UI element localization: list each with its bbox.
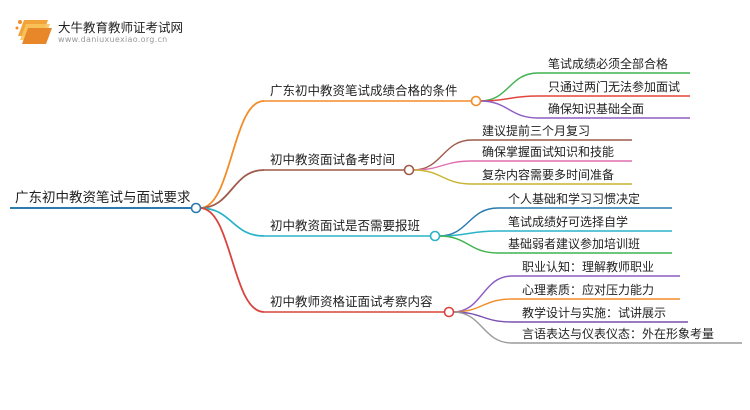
leaf-node-label: 心理素质：应对压力能力 — [522, 282, 654, 297]
leaf-connector — [452, 311, 513, 344]
root-collapse-toggle[interactable] — [190, 202, 202, 214]
leaf-node-label: 教学设计与实施：试讲展示 — [522, 305, 666, 320]
root-node-label: 广东初中教资笔试与面试要求 — [15, 189, 191, 206]
branch-collapse-toggle[interactable] — [470, 95, 482, 107]
leaf-node-label: 言语表达与仪表仪态：外在形象考量 — [522, 327, 714, 341]
branch-connector — [199, 207, 265, 237]
leaf-node-label: 确保知识基础全面 — [548, 101, 644, 116]
logo-book-icon — [15, 20, 52, 44]
leaf-node-label: 只通过两门无法参加面试 — [548, 79, 680, 94]
leaf-connector — [479, 95, 539, 102]
leaf-connector — [479, 100, 539, 119]
branch-connector — [199, 207, 265, 313]
leaf-connector — [452, 275, 513, 313]
branch-node-label: 初中教师资格证面试考察内容 — [270, 294, 433, 309]
mind-map-nodes: 广东初中教资笔试与面试要求 广东初中教资笔试成绩合格的条件 笔试成绩必须全部合格只通… — [15, 56, 714, 341]
branch-node-label: 初中教资面试备考时间 — [270, 152, 395, 167]
leaf-connector — [412, 169, 473, 185]
leaf-node-label: 职业认知：理解教师职业 — [522, 259, 654, 274]
leaf-connector — [438, 235, 499, 254]
branch-collapse-toggle[interactable] — [403, 164, 415, 176]
site-logo: 大牛教育教师证考试网 www.daniuxuexiao.org.cn — [14, 14, 214, 50]
logo-title: 大牛教育教师证考试网 — [58, 20, 184, 35]
leaf-node-label: 确保掌握面试知识和技能 — [482, 144, 614, 159]
branch-connector — [199, 169, 265, 209]
branch-connector — [199, 100, 265, 209]
leaf-node-label: 复杂内容需要多时间准备 — [482, 167, 614, 182]
leaf-node-label: 笔试成绩好可选择自学 — [508, 214, 628, 229]
branch-collapse-toggle[interactable] — [429, 230, 441, 242]
leaf-node-label: 个人基础和学习习惯决定 — [508, 191, 640, 206]
leaf-connector — [438, 230, 499, 237]
logo-url: www.daniuxuexiao.org.cn — [58, 35, 168, 44]
branch-node-label: 初中教资面试是否需要报班 — [270, 218, 420, 233]
leaf-node-label: 建议提前三个月复习 — [482, 123, 590, 138]
leaf-node-label: 基础弱者建议参加培训班 — [508, 236, 640, 251]
leaf-node-label: 笔试成绩必须全部合格 — [548, 56, 668, 71]
branch-collapse-toggle[interactable] — [443, 306, 455, 318]
branch-node-label: 广东初中教资笔试成绩合格的条件 — [270, 83, 458, 98]
connector-lines — [10, 72, 742, 344]
